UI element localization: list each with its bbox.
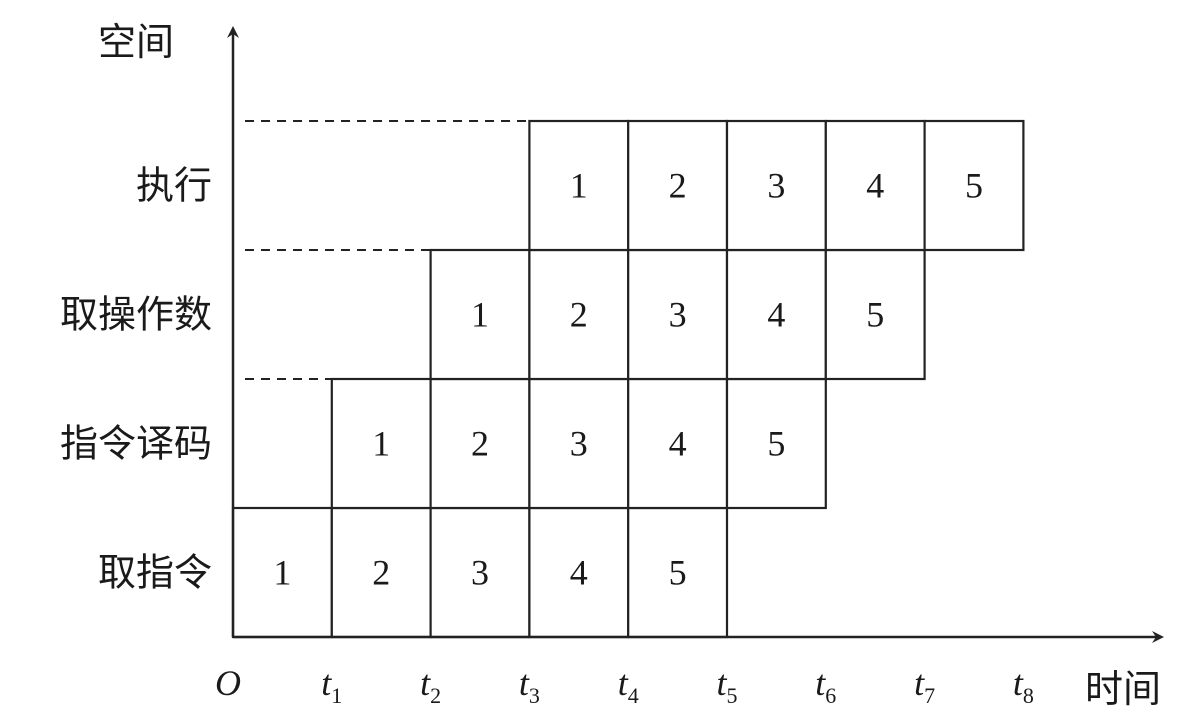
stage-label: 指令译码 <box>60 422 212 466</box>
pipeline-cell <box>824 119 926 252</box>
instruction-number: 3 <box>471 553 489 593</box>
stage-row: 1 2 3 4 5 <box>528 119 1025 252</box>
pipeline-cell <box>429 377 531 510</box>
tick-base: t <box>815 663 826 703</box>
stage-label: 取指令 <box>98 551 212 595</box>
time-tick-label: t3 <box>519 663 540 708</box>
time-tick-label: t4 <box>618 663 639 708</box>
tick-base: t <box>618 663 629 703</box>
tick-subscript: 4 <box>628 683 639 708</box>
tick-subscript: 8 <box>1023 683 1034 708</box>
time-tick-label: t2 <box>420 663 441 708</box>
pipeline-cell <box>627 248 729 381</box>
tick-base: t <box>1013 663 1024 703</box>
pipeline-cell <box>330 506 432 639</box>
instruction-number: 4 <box>669 424 687 464</box>
tick-subscript: 2 <box>430 683 441 708</box>
stage-label: 执行 <box>136 164 212 208</box>
tick-base: t <box>519 663 530 703</box>
stage-label: 取操作数 <box>60 293 212 337</box>
pipeline-cell <box>923 119 1025 252</box>
pipeline-cell <box>528 248 630 381</box>
tick-subscript: 6 <box>825 683 836 708</box>
tick-base: t <box>716 663 727 703</box>
tick-base: t <box>420 663 431 703</box>
instruction-number: 4 <box>767 295 785 335</box>
y-axis-label: 空间 <box>98 20 174 64</box>
instruction-number: 2 <box>372 553 390 593</box>
instruction-number: 3 <box>570 424 588 464</box>
time-tick-label: t8 <box>1013 663 1034 708</box>
origin-label: O <box>215 663 241 703</box>
pipeline-cell <box>231 506 333 639</box>
stage-row: 1 2 3 4 5 <box>330 377 827 510</box>
instruction-number: 5 <box>767 424 785 464</box>
tick-base: t <box>321 663 332 703</box>
time-tick-label: t1 <box>321 663 342 708</box>
tick-subscript: 3 <box>529 683 540 708</box>
tick-subscript: 1 <box>331 683 342 708</box>
instruction-number: 2 <box>570 295 588 335</box>
pipeline-cell <box>528 377 630 510</box>
stage-row: 1 2 3 4 5 <box>429 248 926 381</box>
pipeline-cell <box>627 119 729 252</box>
tick-subscript: 5 <box>727 683 738 708</box>
instruction-number: 2 <box>471 424 489 464</box>
pipeline-cell <box>528 119 630 252</box>
pipeline-cell <box>824 248 926 381</box>
pipeline-cell <box>330 377 432 510</box>
instruction-number: 3 <box>669 295 687 335</box>
instruction-number: 4 <box>866 166 884 206</box>
instruction-number: 5 <box>965 166 983 206</box>
instruction-number: 2 <box>669 166 687 206</box>
instruction-number: 5 <box>866 295 884 335</box>
instruction-number: 1 <box>372 424 390 464</box>
instruction-number: 1 <box>471 295 489 335</box>
time-tick-label: t6 <box>815 663 836 708</box>
pipeline-cell <box>627 377 729 510</box>
pipeline-cell <box>725 377 827 510</box>
instruction-number: 3 <box>767 166 785 206</box>
pipeline-cell <box>725 119 827 252</box>
instruction-number: 4 <box>570 553 588 593</box>
x-axis-label: 时间 <box>1085 667 1161 711</box>
instruction-number: 5 <box>669 553 687 593</box>
tick-subscript: 7 <box>924 683 935 708</box>
tick-base: t <box>914 663 925 703</box>
time-tick-label: t5 <box>716 663 737 708</box>
instruction-number: 1 <box>273 553 291 593</box>
instruction-number: 1 <box>570 166 588 206</box>
stage-row: 1 2 3 4 5 <box>231 506 729 639</box>
time-tick-label: t7 <box>914 663 935 708</box>
